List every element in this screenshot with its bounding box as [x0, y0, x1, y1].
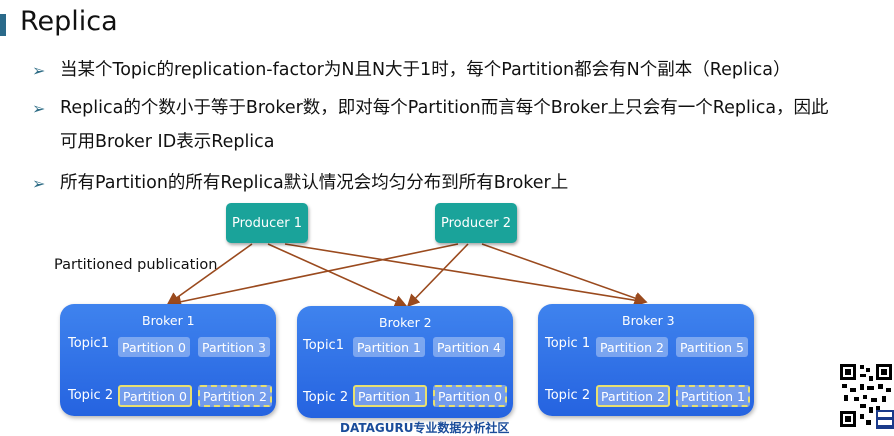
- arrow-p2-b2: [406, 243, 469, 308]
- footer-watermark: DATAGURU专业数据分析社区: [340, 421, 510, 435]
- topic-label: Topic1: [303, 338, 344, 353]
- bullet-arrow-icon: ➢: [32, 61, 46, 80]
- broker-1: Broker 1 Topic1 Partition 0 Partition 3 …: [60, 304, 276, 416]
- partition-box: Partition 0: [118, 337, 190, 357]
- topic-label: Topic 1: [545, 336, 591, 351]
- bullet-text-2-continued: 可用Broker ID表示Replica: [60, 132, 275, 152]
- broker-name: Broker 3: [622, 313, 675, 328]
- topic-label: Topic 2: [303, 390, 349, 405]
- publication-label: Partitioned publication: [54, 257, 218, 273]
- replica-follower: Partition 1: [676, 385, 750, 407]
- bullet-text-2: Replica的个数小于等于Broker数，即对每个Partition而言每个B…: [60, 98, 829, 118]
- bullet-text-3: 所有Partition的所有Replica默认情况会均匀分布到所有Broker上: [60, 173, 569, 193]
- bullet-arrow-icon: ➢: [32, 99, 46, 118]
- broker-name: Broker 2: [379, 315, 432, 330]
- topic-label: Topic1: [68, 336, 109, 351]
- replica-leader: Partition 2: [596, 385, 670, 407]
- qr-code-icon: [838, 362, 894, 429]
- arrow-p1-b3: [284, 243, 648, 307]
- replica-leader: Partition 0: [118, 385, 192, 407]
- arrow-p2-b3: [481, 243, 648, 305]
- bullet-text-1: 当某个Topic的replication-factor为N且N大于1时，每个Pa…: [60, 60, 791, 80]
- arrow-p1-b2: [267, 243, 408, 308]
- broker-name: Broker 1: [142, 313, 195, 328]
- topic-label: Topic 2: [545, 388, 591, 403]
- replica-follower: Partition 2: [198, 385, 272, 407]
- topic-label: Topic 2: [68, 388, 114, 403]
- broker-2: Broker 2 Topic1 Partition 1 Partition 4 …: [297, 306, 513, 418]
- slide-title: Replica: [20, 6, 118, 37]
- arrow-p1-b1: [166, 243, 253, 305]
- arrow-p2-b1: [168, 243, 459, 308]
- partition-box: Partition 1: [353, 337, 425, 357]
- partition-box: Partition 4: [433, 337, 505, 357]
- bullet-arrow-icon: ➢: [32, 174, 46, 193]
- replica-follower: Partition 0: [433, 385, 507, 407]
- broker-3: Broker 3 Topic 1 Partition 2 Partition 5…: [538, 304, 754, 416]
- replica-leader: Partition 1: [353, 385, 427, 407]
- partition-box: Partition 5: [676, 337, 748, 357]
- title-marker: [0, 14, 6, 36]
- producer-1: Producer 1: [226, 203, 308, 243]
- partition-box: Partition 2: [596, 337, 668, 357]
- producer-2: Producer 2: [435, 203, 517, 243]
- partition-box: Partition 3: [198, 337, 270, 357]
